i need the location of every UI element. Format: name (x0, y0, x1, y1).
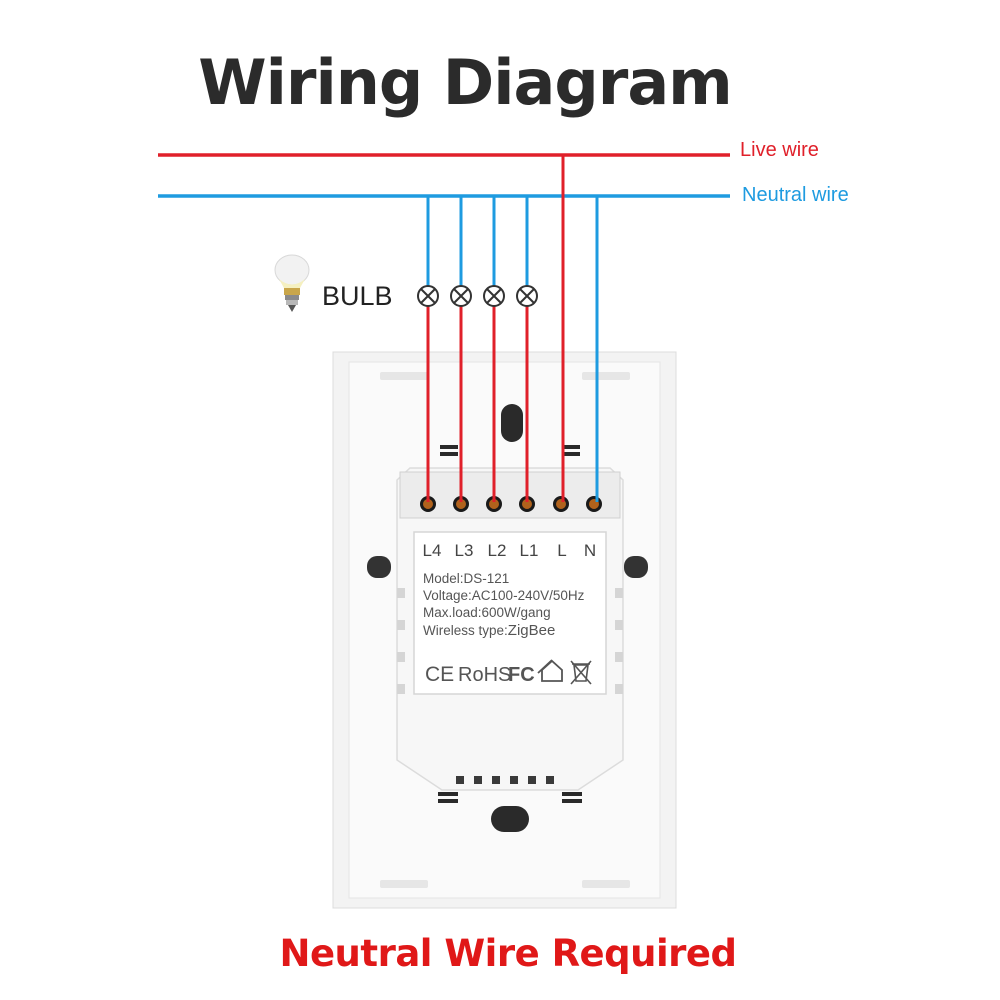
bulb-icon (274, 254, 310, 312)
terminal-screw-l3[interactable] (453, 496, 469, 512)
terminal-label: L2 (488, 541, 507, 560)
terminal-screw-l[interactable] (553, 496, 569, 512)
terminal-screw-n[interactable] (586, 496, 602, 512)
certification-marks: CE RoHS FC (425, 659, 592, 686)
lamp-symbol-icon (417, 285, 538, 307)
terminal-screw-l1[interactable] (519, 496, 535, 512)
rohs-mark: RoHS (458, 664, 511, 686)
voltage-text: Voltage:AC100-240V/50Hz (423, 588, 585, 603)
neutral-wire-label: Neutral wire (742, 184, 849, 206)
terminal-label: N (584, 541, 596, 560)
weee-bin-icon (570, 660, 592, 685)
house-icon (537, 659, 563, 682)
model-text: Model:DS-121 (423, 571, 509, 586)
terminal-screws (420, 496, 602, 512)
live-wire-label: Live wire (740, 139, 819, 161)
page-title: Wiring Diagram (198, 46, 732, 119)
wireless-type-text: Wireless type:ZigBee (423, 622, 555, 639)
terminal-label: L1 (520, 541, 539, 560)
device-spec-label: Model:DS-121 Voltage:AC100-240V/50Hz Max… (423, 571, 585, 639)
terminal-label: L3 (455, 541, 474, 560)
bulb-label: BULB (322, 281, 393, 311)
terminal-labels: L4 L3 L2 L1 L N (423, 541, 597, 560)
terminal-label: L (557, 541, 566, 560)
terminal-label: L4 (423, 541, 442, 560)
neutral-wire-required-notice: Neutral Wire Required (279, 932, 736, 975)
terminal-screw-l2[interactable] (486, 496, 502, 512)
bulb-circuits (426, 196, 529, 502)
terminal-screw-l4[interactable] (420, 496, 436, 512)
max-load-text: Max.load:600W/gang (423, 605, 551, 620)
fc-mark: FC (508, 664, 535, 686)
ce-mark: CE (425, 663, 454, 686)
